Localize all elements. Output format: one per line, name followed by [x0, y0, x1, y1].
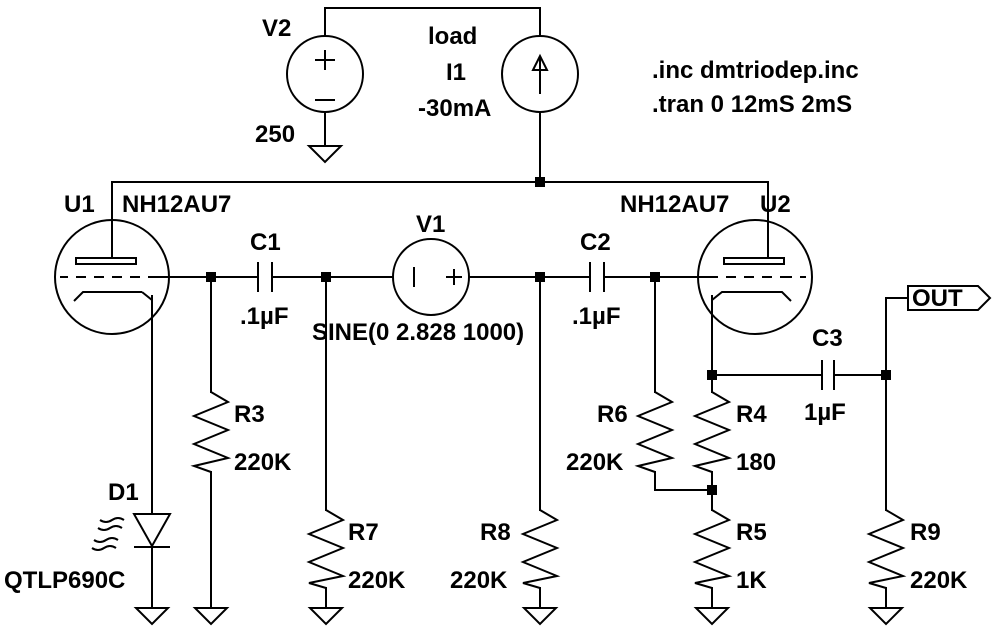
junction-dot	[206, 272, 216, 282]
labels: V2 250 load I1 -30mA .inc dmtriodep.inc …	[4, 15, 968, 594]
v1-name: V1	[416, 211, 445, 238]
resistor-r8[interactable]	[520, 509, 561, 589]
ground-symbols	[133, 145, 905, 626]
wire-out	[885, 297, 909, 609]
ground-icon	[192, 607, 230, 626]
directive-tran: .tran 0 12mS 2mS	[652, 91, 852, 118]
junction-dot	[707, 485, 717, 495]
d1-name: D1	[108, 479, 139, 506]
r5-value: 1K	[736, 567, 767, 594]
resistor-r6[interactable]	[634, 391, 676, 473]
i1-label: load	[428, 23, 477, 50]
junction-dot	[707, 370, 717, 380]
r6-name: R6	[597, 401, 628, 428]
resistor-r7[interactable]	[306, 509, 347, 589]
u1-model: NH12AU7	[122, 191, 231, 218]
junction-dot	[535, 272, 545, 282]
wire-top-loop	[324, 7, 541, 37]
c1-value: .1µF	[240, 303, 289, 330]
r3-name: R3	[234, 401, 265, 428]
resistor-r5[interactable]	[692, 509, 733, 589]
light-emission-icon	[91, 537, 119, 551]
resistor-r9[interactable]	[866, 509, 907, 589]
directive-include: .inc dmtriodep.inc	[652, 57, 859, 84]
u1-name: U1	[64, 191, 95, 218]
v1-value: SINE(0 2.828 1000)	[312, 319, 524, 346]
junction-dot	[881, 370, 891, 380]
r9-value: 220K	[910, 567, 968, 594]
c2-value: .1µF	[572, 303, 621, 330]
i1-name: I1	[446, 59, 466, 86]
r7-value: 220K	[348, 567, 406, 594]
net-label-out[interactable]: OUT	[907, 285, 992, 312]
ground-icon	[133, 607, 171, 626]
ground-icon	[306, 145, 344, 164]
v2-name: V2	[262, 15, 291, 42]
u2-model: NH12AU7	[620, 191, 729, 218]
wire-r6	[654, 276, 713, 491]
resistor-r3[interactable]	[190, 391, 232, 473]
capacitor-c3[interactable]	[821, 360, 835, 390]
ground-icon	[307, 607, 345, 626]
junctions	[206, 177, 891, 495]
r4-value: 180	[736, 449, 776, 476]
voltage-source-v2[interactable]	[286, 35, 364, 113]
r8-name: R8	[480, 519, 511, 546]
triode-u2[interactable]	[697, 219, 813, 335]
junction-dot	[650, 272, 660, 282]
r9-name: R9	[910, 519, 941, 546]
triode-u1[interactable]	[54, 219, 172, 335]
capacitor-c1[interactable]	[257, 262, 273, 292]
c2-name: C2	[580, 229, 611, 256]
junction-dot	[321, 272, 331, 282]
u2-name: U2	[760, 191, 791, 218]
net-label-out-text: OUT	[912, 285, 963, 312]
ground-icon	[867, 607, 905, 626]
diode-d1[interactable]	[91, 513, 172, 551]
r6-value: 220K	[566, 449, 624, 476]
c1-name: C1	[250, 229, 281, 256]
d1-model: QTLP690C	[4, 567, 125, 594]
ground-icon	[521, 607, 559, 626]
light-emission-icon	[97, 517, 125, 531]
i1-value: -30mA	[418, 95, 491, 122]
resistor-r4[interactable]	[691, 391, 733, 473]
r7-name: R7	[348, 519, 379, 546]
c3-name: C3	[812, 325, 843, 352]
r4-name: R4	[736, 401, 767, 428]
r8-value: 220K	[450, 567, 508, 594]
capacitor-c2[interactable]	[589, 262, 605, 292]
wires	[111, 7, 909, 609]
current-source-i1[interactable]	[501, 35, 579, 113]
ground-icon	[693, 607, 731, 626]
r3-value: 220K	[234, 449, 292, 476]
voltage-source-v1[interactable]	[392, 238, 470, 316]
junction-dot	[535, 177, 545, 187]
c3-value: 1µF	[804, 399, 846, 426]
v2-value: 250	[255, 121, 295, 148]
r5-name: R5	[736, 519, 767, 546]
